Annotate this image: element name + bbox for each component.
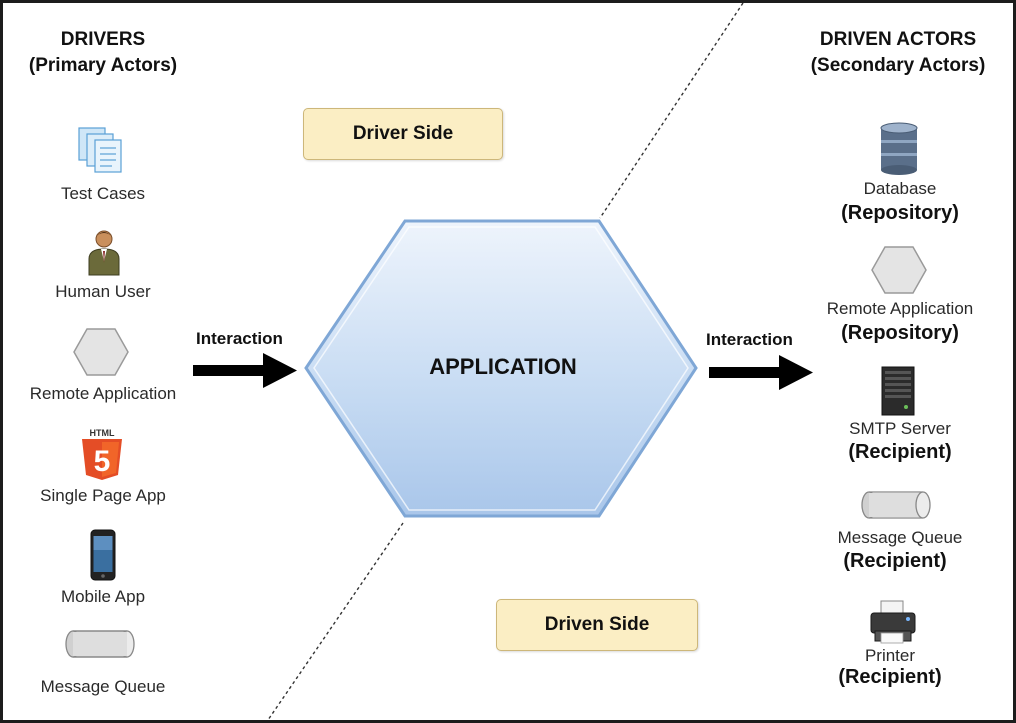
driver-label-remote-application: Remote Application: [29, 384, 177, 403]
driven-label-printer: Printer: [864, 646, 916, 665]
application-hexagon: [304, 219, 698, 518]
driven-label-remote-application: Remote Application: [826, 299, 974, 318]
boundary-lines: [267, 3, 744, 720]
driver-label-single-page-app: Single Page App: [40, 486, 166, 505]
cylinder-icon: [861, 491, 931, 519]
driver-label-message-queue: Message Queue: [40, 677, 166, 696]
person-icon: [88, 230, 120, 276]
left-interaction-label: Interaction: [196, 329, 283, 348]
cylinder-icon: [65, 630, 135, 658]
driven-label-message-queue: Message Queue: [837, 528, 963, 547]
printer-icon: [870, 600, 916, 644]
driven-title: DRIVEN ACTORS: [819, 29, 977, 50]
driven-role-database: (Repository): [841, 202, 959, 224]
server-icon: [881, 366, 915, 416]
right-interaction-arrow: [709, 355, 813, 390]
database-icon: [880, 122, 918, 175]
driver-side-box: Driver Side: [303, 108, 503, 160]
documents-icon: [78, 127, 122, 173]
html5-icon: HTML 5: [82, 428, 122, 480]
driven-label-smtp-server: SMTP Server: [849, 419, 951, 438]
hexagon-icon: [871, 246, 927, 294]
drivers-title: DRIVERS: [60, 29, 146, 50]
driven-side-label: Driven Side: [544, 614, 650, 635]
hexagon-icon: [73, 328, 129, 376]
boundary-line-bottom: [267, 522, 404, 720]
diagram-canvas: DRIVERS (Primary Actors) DRIVEN ACTORS (…: [3, 3, 1013, 720]
driven-role-smtp-server: (Recipient): [848, 441, 952, 463]
right-interaction-label: Interaction: [706, 330, 793, 349]
driven-role-message-queue: (Recipient): [843, 550, 947, 572]
driven-role-remote-application: (Repository): [841, 322, 959, 344]
driven-side-box: Driven Side: [496, 599, 698, 651]
left-interaction-arrow: [193, 353, 297, 388]
drivers-subtitle: (Primary Actors): [28, 55, 178, 76]
svg-text:5: 5: [94, 445, 111, 478]
application-label: APPLICATION: [429, 354, 577, 379]
driven-heading: DRIVEN ACTORS (Secondary Actors): [788, 27, 1008, 79]
driven-role-printer: (Recipient): [838, 666, 942, 688]
boundary-line-top: [599, 3, 744, 219]
driver-side-label: Driver Side: [352, 123, 454, 144]
driver-label-human-user: Human User: [55, 282, 151, 301]
driven-subtitle: (Secondary Actors): [810, 55, 986, 76]
driver-label-test-cases: Test Cases: [60, 184, 146, 203]
driven-label-database: Database: [863, 179, 937, 198]
drivers-heading: DRIVERS (Primary Actors): [3, 27, 203, 79]
html5-icon-text: HTML: [90, 428, 115, 438]
driver-label-mobile-app: Mobile App: [60, 587, 146, 606]
smartphone-icon: [90, 529, 116, 581]
